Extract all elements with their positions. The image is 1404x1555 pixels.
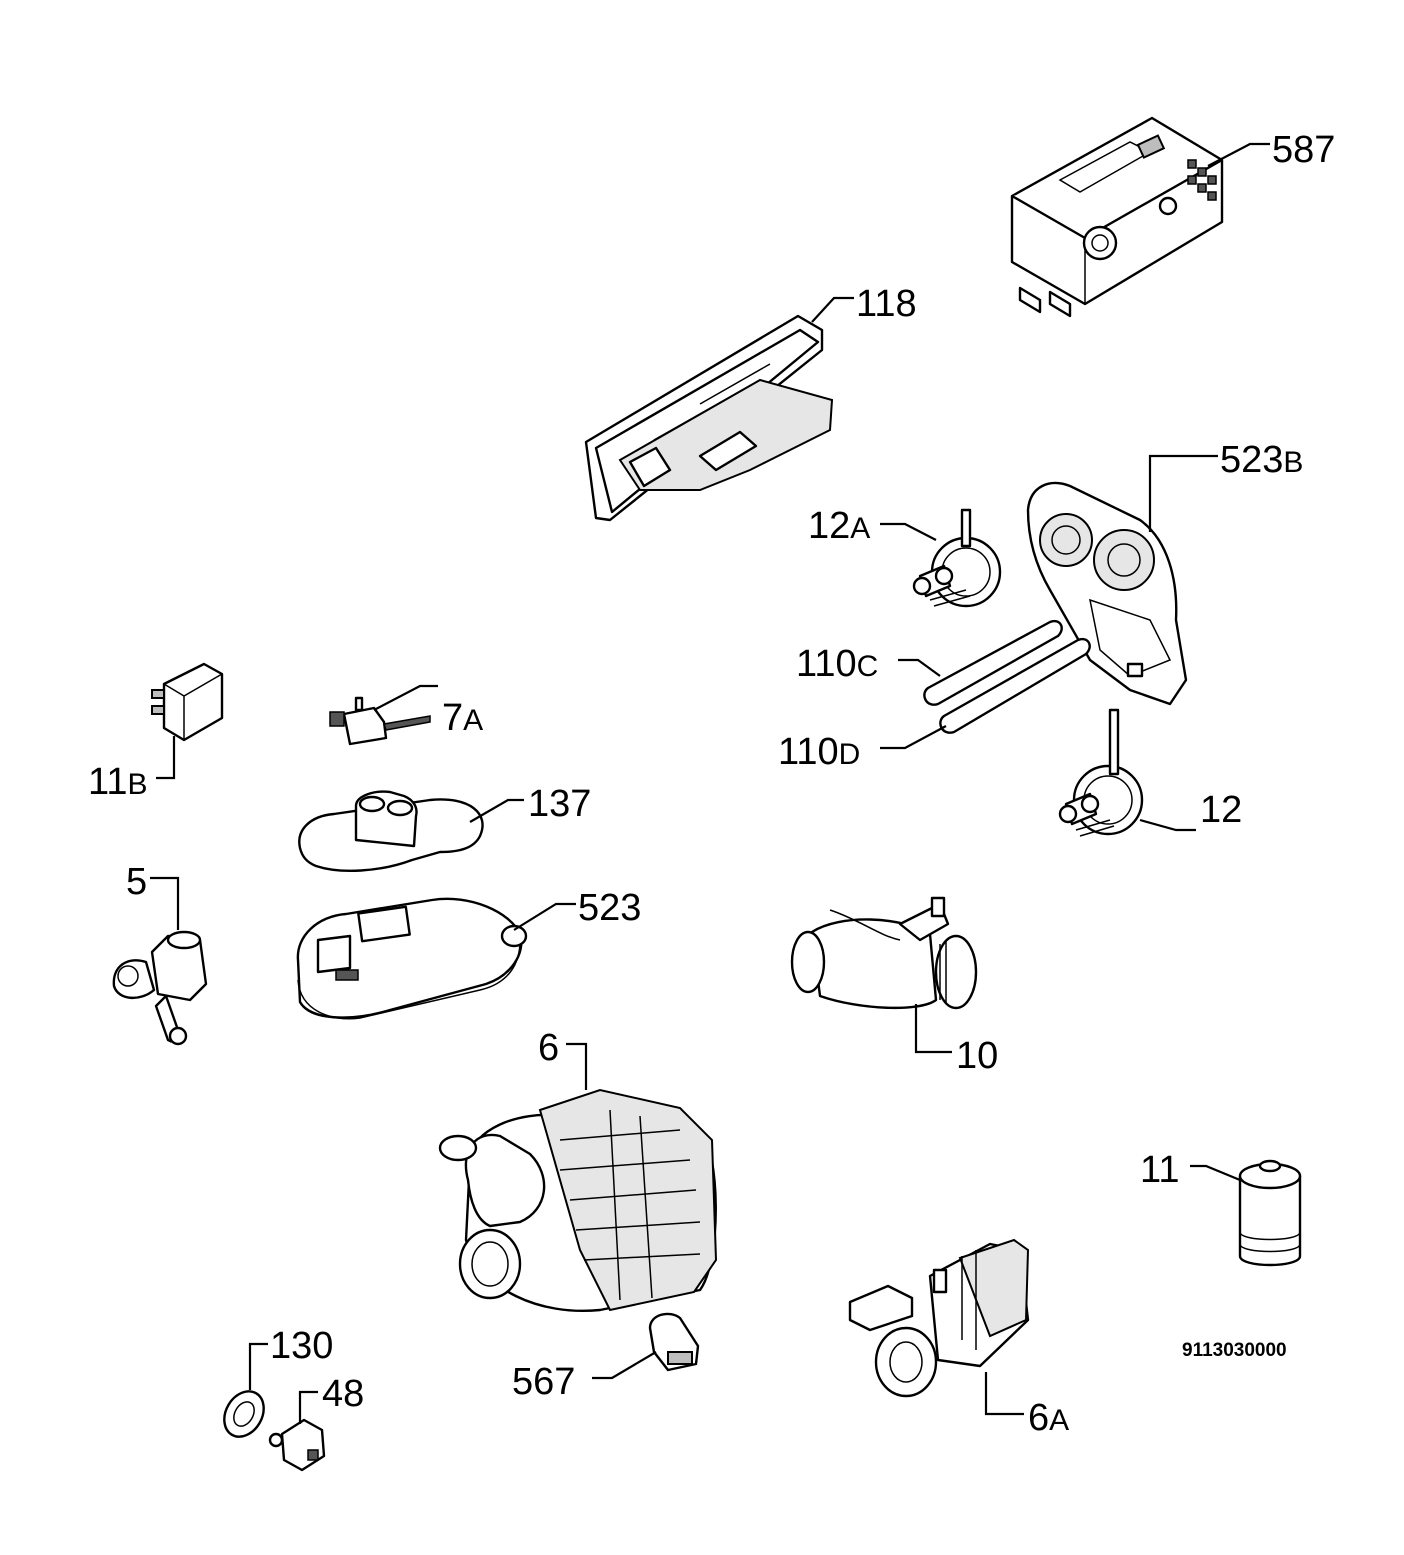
label-10: 10 <box>956 1035 998 1077</box>
label-110d: 110D <box>778 731 860 773</box>
leader-12 <box>1139 818 1196 832</box>
part-587-control-module <box>1010 116 1224 318</box>
leader-137 <box>469 798 524 823</box>
leader-6a <box>984 1372 1024 1416</box>
part-12a-pressure-switch <box>912 508 1002 608</box>
part-523b-dispenser <box>1026 481 1188 706</box>
part-11b-relay <box>151 662 224 742</box>
leader-12a <box>880 522 937 541</box>
part-567-clip <box>648 1312 700 1372</box>
part-6a-drain-pump <box>848 1238 1030 1398</box>
label-12a: 12A <box>808 505 870 547</box>
part-110c-hose <box>923 619 1063 706</box>
leader-523 <box>513 902 576 931</box>
callout-labels: 587 118 523B 12A 110C 110D 12 11B 7A 137… <box>88 129 1335 1439</box>
label-130: 130 <box>270 1325 333 1367</box>
leader-567 <box>592 1351 657 1380</box>
part-6-circulation-pump <box>438 1088 718 1312</box>
label-137: 137 <box>528 783 591 825</box>
label-567: 567 <box>512 1361 575 1403</box>
leader-110c <box>898 658 941 677</box>
leader-10 <box>914 1004 952 1054</box>
label-523: 523 <box>578 887 641 929</box>
diagram-code: 9113030000 <box>1182 1340 1287 1361</box>
label-6: 6 <box>538 1027 559 1069</box>
part-11-capacitor <box>1238 1159 1302 1267</box>
label-11: 11 <box>1140 1149 1179 1191</box>
part-130-seal-ring <box>223 1390 265 1438</box>
part-7a-micro-switch <box>329 696 431 746</box>
part-5-inlet-valve <box>112 930 208 1046</box>
leader-5 <box>150 876 180 930</box>
leader-130 <box>248 1342 268 1390</box>
label-110c: 110C <box>796 643 878 685</box>
leader-6 <box>566 1042 588 1090</box>
leader-523b <box>1148 454 1218 532</box>
leader-7a <box>373 684 438 711</box>
leader-48 <box>298 1390 318 1424</box>
leader-110d <box>880 725 947 750</box>
label-118: 118 <box>856 283 917 325</box>
part-48-plug <box>268 1418 326 1472</box>
label-11b: 11B <box>88 761 147 803</box>
label-523b: 523B <box>1220 439 1303 481</box>
part-118-housing <box>584 314 834 522</box>
leader-587 <box>1207 142 1270 167</box>
part-12-pressure-switch <box>1058 708 1144 837</box>
label-48: 48 <box>322 1373 364 1415</box>
part-110d-hose <box>939 637 1091 734</box>
leader-118 <box>811 296 854 323</box>
connector-pins <box>1187 159 1217 201</box>
label-12: 12 <box>1200 789 1242 831</box>
leader-11b <box>156 736 176 780</box>
label-5: 5 <box>126 861 147 903</box>
part-523-dispenser <box>296 897 528 1020</box>
part-10-heater <box>790 896 978 1010</box>
label-6a: 6A <box>1028 1397 1069 1439</box>
part-137-cover <box>298 790 484 872</box>
label-7a: 7A <box>442 697 483 739</box>
label-587: 587 <box>1272 129 1335 171</box>
leader-11 <box>1190 1164 1241 1182</box>
